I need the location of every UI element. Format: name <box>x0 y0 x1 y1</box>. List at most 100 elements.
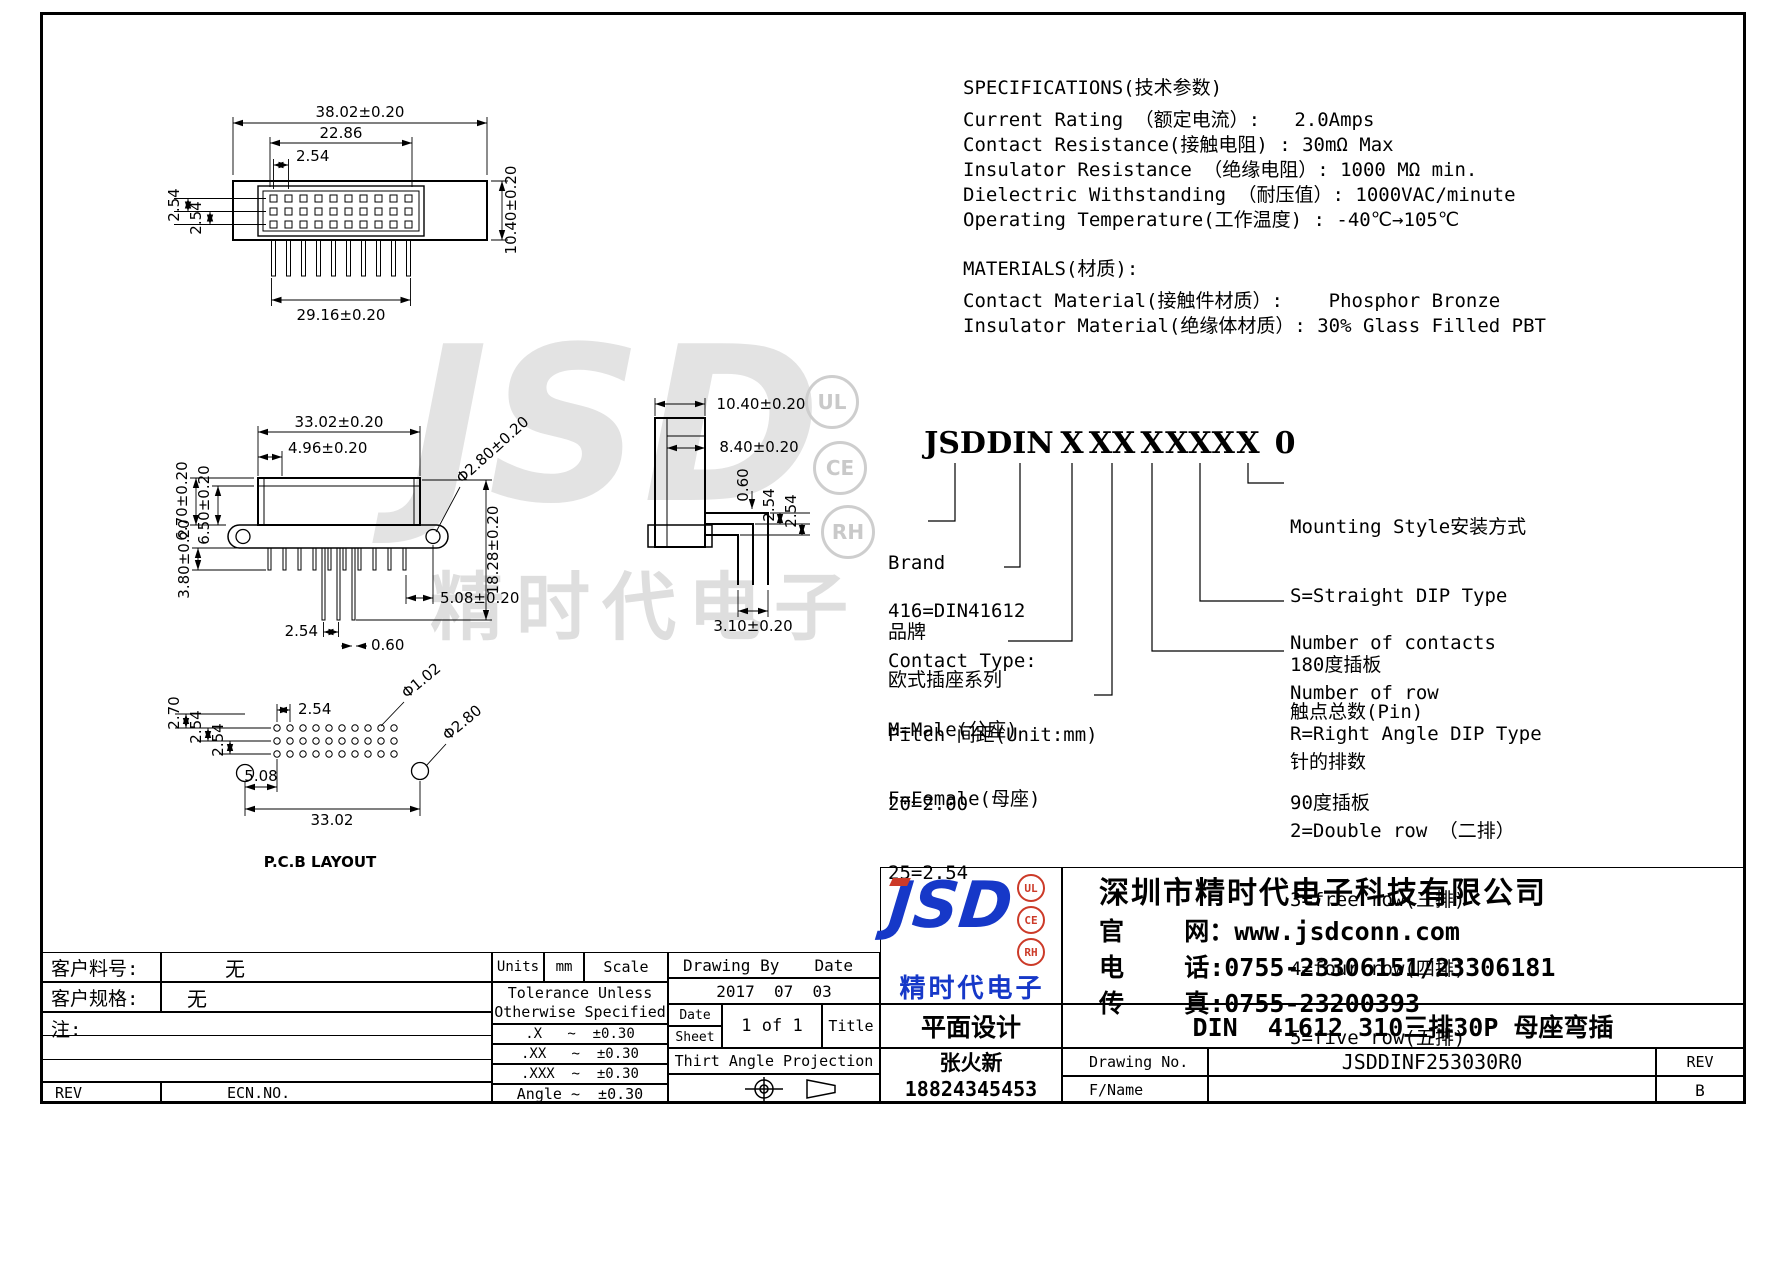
part-number-segment: X <box>1140 426 1164 461</box>
part-number-segment: X <box>1236 426 1260 461</box>
designer-cell: 张火新 18824345453 <box>880 1048 1062 1104</box>
watermark-cn: 精时代电子 <box>430 565 860 651</box>
legend-line: Number of row <box>1290 682 1439 704</box>
side-view-dim-lines <box>654 398 810 617</box>
legend-line: Number of contacts <box>1290 632 1496 654</box>
legend-rows: Number of row 针的排数 2=Double row （二排） 3=f… <box>1290 636 1515 1073</box>
customer-part-label-cell: 客户料号: <box>42 952 162 982</box>
tolerance-line: Otherwise Specified <box>494 1003 666 1021</box>
front-view-dim-lines <box>190 426 492 650</box>
part-number-legend-lines <box>928 463 1284 696</box>
part-number-segment: 0 <box>1274 426 1296 461</box>
legend-line: 180度插板 <box>1290 654 1382 676</box>
legend-contacts: Number of contacts 触点总数(Pin) <box>1290 586 1496 747</box>
top-view-dim-labels: 38.02±0.20 22.86 2.54 2.54 2.54 10.40±0.… <box>165 103 520 324</box>
dim-label: 4.96±0.20 <box>288 439 367 457</box>
legend-line: 20=2.00 <box>888 793 969 815</box>
material-line: Contact Material(接触件材质）: Phosphor Bronze <box>963 290 1501 312</box>
ecn-no-cell: ECN.NO. <box>160 1082 492 1104</box>
company-fax: 传 真:0755-23200393 <box>1099 989 1420 1018</box>
legend-line: Mounting Style安装方式 <box>1290 516 1527 538</box>
pcb-holes <box>273 724 398 758</box>
dim-label: 18.28±0.20 <box>484 506 502 595</box>
dim-label: 3.10±0.20 <box>713 617 792 635</box>
units-value-cell: mm <box>544 952 584 982</box>
design-type-cell: 平面设计 <box>880 1004 1062 1048</box>
tolerance-row: Angle ~ ±0.30 <box>492 1084 668 1104</box>
spec-line: Insulator Resistance （绝缘电阻）: 1000 MΩ min… <box>963 159 1478 181</box>
tolerance-header-cell: Tolerance Unless Otherwise Specified <box>492 982 668 1024</box>
materials-title: MATERIALS(材质): <box>963 258 1139 280</box>
projection-label-cell: Thirt Angle Projection <box>668 1048 880 1074</box>
dim-label: 2.54 <box>298 700 331 718</box>
sheet-value-cell: 1 of 1 <box>722 1004 822 1048</box>
date-small-cell: Date <box>668 1004 722 1026</box>
dim-label: 2.54 <box>165 188 183 221</box>
rev-label-cell: REV <box>42 1082 162 1104</box>
company-name: 深圳市精时代电子科技有限公司 <box>1099 876 1547 911</box>
note-row-divider <box>42 1059 492 1060</box>
tolerance-row: .XX ~ ±0.30 <box>492 1044 668 1064</box>
pcb-layout-drawing: 2.70 2.54 2.54 2.54 Φ1.02 Φ2.80 5.08 33.… <box>165 659 485 871</box>
part-number-segment: X <box>1060 426 1084 461</box>
dim-label: 2.54 <box>760 488 778 521</box>
logo-red-accent <box>889 878 911 886</box>
front-view-body <box>227 477 449 549</box>
watermark-ce-badge: CE <box>813 441 867 495</box>
legend-line: M=Male(公座) <box>888 719 1018 741</box>
dim-label: 0.60 <box>734 468 752 501</box>
front-view-dim-labels: 33.02±0.20 4.96±0.20 6.70±0.20 6.50±0.20… <box>173 413 532 654</box>
front-view-drawing: 33.02±0.20 4.96±0.20 6.70±0.20 6.50±0.20… <box>173 413 532 654</box>
top-view-body <box>232 180 488 241</box>
watermark-ul-badge: UL <box>805 375 859 429</box>
dim-label: 8.40±0.20 <box>719 438 798 456</box>
legend-line: 416=DIN41612 <box>888 600 1026 622</box>
spec-line: Current Rating （额定电流）: 2.0Amps <box>963 109 1375 131</box>
front-view-pins <box>267 547 407 621</box>
rev-value-cell: B <box>1656 1076 1744 1104</box>
top-view-tail-pins <box>271 239 411 277</box>
part-number-segment: XXX <box>1165 426 1235 461</box>
legend-line: 品牌 <box>888 621 927 643</box>
date-label: Date <box>814 955 853 975</box>
legend-line: 5=five row(五排) <box>1290 1027 1466 1049</box>
fname-value-cell <box>1208 1076 1656 1104</box>
dim-label: 10.40±0.20 <box>717 395 806 413</box>
dim-label: 2.54 <box>285 622 318 640</box>
jsd-logo-cn: 精时代电子 <box>899 974 1045 1004</box>
tolerance-row: .XXX ~ ±0.30 <box>492 1064 668 1084</box>
part-number-segment: DIN <box>986 426 1054 461</box>
dim-label: 0.60 <box>371 636 404 654</box>
projection-symbols <box>745 1076 836 1101</box>
dim-label: 29.16±0.20 <box>297 306 386 324</box>
spec-line: Operating Temperature(工作温度) : -40℃→105℃ <box>963 209 1460 231</box>
rev-col-label-cell: REV <box>1656 1048 1744 1076</box>
tolerance-row: .X ~ ±0.30 <box>492 1024 668 1044</box>
top-view-contacts <box>269 194 413 229</box>
part-number-segment: XX <box>1088 426 1136 461</box>
legend-line: 2=Double row （二排） <box>1290 820 1515 842</box>
drawing-no-label-cell: Drawing No. <box>1062 1048 1208 1076</box>
pcb-dim-lines <box>175 701 447 816</box>
designer-phone: 18824345453 <box>904 1077 1038 1101</box>
legend-line: S=Straight DIP Type <box>1290 585 1508 607</box>
legend-line: 90度插板 <box>1290 792 1370 814</box>
note-cell: 注: <box>42 1012 492 1082</box>
product-title-cell: DIN 41612 310三排30P 母座弯插 <box>1062 1004 1744 1048</box>
drawing-no-value-cell: JSDDINF253030R0 <box>1208 1048 1656 1076</box>
customer-spec-value-cell: 无 <box>160 982 492 1012</box>
note-row-divider <box>42 1035 492 1036</box>
legend-line: 欧式插座系列 <box>888 669 1003 691</box>
dim-label: 3.80±0.20 <box>175 519 193 598</box>
spec-line: Contact Resistance(接触电阻) : 30mΩ Max <box>963 134 1394 156</box>
logo-ce-badge: CE <box>1017 906 1045 934</box>
dim-label: 2.54 <box>296 147 329 165</box>
legend-series: 416=DIN41612 欧式插座系列 <box>888 554 1025 715</box>
legend-line: R=Right Angle DIP Type <box>1290 723 1542 745</box>
dim-label: 5.08±0.20 <box>440 589 519 607</box>
part-number-segment: JSD <box>924 426 986 461</box>
logo-cell: JSD UL CE RH 精时代电子 <box>880 867 1062 1004</box>
company-tel: 电 话:0755-23306151/23306181 <box>1099 953 1556 982</box>
company-web: 官 网：www.jsdconn.com <box>1099 917 1460 946</box>
specifications-title: SPECIFICATIONS(技术参数) <box>963 77 1223 99</box>
